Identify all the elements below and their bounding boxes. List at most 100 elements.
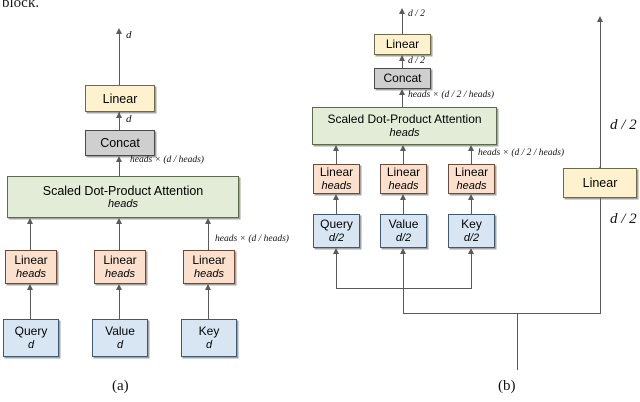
- panel-b-bus-key-riser: [471, 254, 473, 289]
- panel-a-proj2-to-attn-arrowhead: [115, 218, 122, 224]
- panel-b-value-to-proj-line: [403, 200, 405, 214]
- panel-a-projection-key-title: Linear: [192, 253, 226, 268]
- panel-b-attention-in-label: heads × (d / 2 / heads): [408, 90, 495, 100]
- panel-a-attention-in-label: heads × (d / heads): [130, 155, 204, 165]
- panel-b-projection-value-title: Linear: [386, 165, 421, 180]
- panel-b-input-key-title: Key: [461, 217, 482, 232]
- panel-b-bus-query-riser: [336, 254, 338, 289]
- panel-b-attention-block[interactable]: Scaled Dot-Product Attention heads: [312, 107, 497, 145]
- panel-a-output-linear[interactable]: Linear: [85, 85, 155, 112]
- panel-b-bus-query-arrowhead: [332, 248, 339, 254]
- panel-b-proj3-to-attn-arrowhead: [467, 145, 474, 151]
- panel-b-projection-value[interactable]: Linear heads: [380, 164, 427, 194]
- panel-a-concat-to-linear-line2: [119, 112, 121, 134]
- panel-a-input-key-title: Key: [198, 324, 220, 339]
- panel-a-value-to-proj-line: [119, 290, 121, 319]
- panel-a-projection-query[interactable]: Linear heads: [5, 250, 57, 284]
- panel-b-value-to-proj-arrowhead: [399, 194, 406, 200]
- panel-b-bus-lower-rail: [403, 313, 601, 315]
- panel-b-proj2-to-attn-line: [403, 151, 405, 164]
- panel-b-output-line: [402, 14, 404, 36]
- panel-b-bus-key-arrowhead: [467, 248, 474, 254]
- panel-b-bypass-linear-label: Linear: [582, 176, 618, 190]
- panel-a-proj2-to-attn-line: [119, 224, 121, 250]
- panel-b-proj2-to-attn-arrowhead: [399, 145, 406, 151]
- panel-a-input-key[interactable]: Key d: [181, 319, 237, 357]
- panel-a-query-to-proj-line: [30, 290, 32, 319]
- panel-a-attn-to-concat-line: [119, 162, 121, 176]
- panel-b-output-arrowhead: [398, 8, 405, 14]
- panel-b-projection-value-sub: heads: [388, 179, 419, 192]
- panel-b-concat-label-text: Concat: [383, 70, 422, 85]
- panel-a-concat-label-text: Concat: [100, 136, 140, 150]
- panel-b-attention-sub: heads: [389, 126, 420, 139]
- panel-a-concat-to-linear-arrowhead: [115, 112, 122, 118]
- panel-a-proj-out-label: heads × (d / heads): [215, 234, 289, 244]
- panel-a-input-query-title: Query: [14, 324, 48, 339]
- panel-b-projection-key-sub: heads: [456, 179, 487, 192]
- panel-b-proj1-to-attn-arrowhead: [332, 145, 339, 151]
- panel-b-bypass-linear[interactable]: Linear: [563, 168, 637, 198]
- panel-b-input-value[interactable]: Value d/2: [380, 214, 427, 248]
- panel-b-concat-to-linear-line: [402, 58, 404, 68]
- panel-b-projection-query-sub: heads: [321, 179, 352, 192]
- panel-a-value-to-proj-arrowhead: [115, 284, 122, 290]
- panel-b-key-to-proj-line: [471, 200, 473, 214]
- panel-b-attention-title: Scaled Dot-Product Attention: [327, 112, 482, 127]
- panel-b-bypass-upper-line: [600, 22, 602, 168]
- panel-a-proj1-to-attn-arrowhead: [26, 218, 33, 224]
- panel-a-input-value-title: Value: [105, 324, 135, 339]
- panel-a-output-label: d: [126, 29, 132, 41]
- panel-b-projection-key[interactable]: Linear heads: [448, 164, 495, 194]
- panel-a-attn-to-concat-arrowhead: [115, 156, 122, 162]
- panel-a-projection-query-title: Linear: [14, 253, 48, 268]
- panel-b-concat-to-linear-arrowhead: [398, 55, 405, 61]
- panel-a-output-line: [119, 34, 121, 85]
- panel-b-proj1-to-attn-line: [336, 151, 338, 164]
- panel-a-projection-value-title: Linear: [103, 253, 137, 268]
- panel-b-attn-to-concat-arrowhead: [398, 89, 405, 95]
- panel-a-input-value[interactable]: Value d: [92, 319, 148, 357]
- panel-a-input-query[interactable]: Query d: [3, 319, 59, 357]
- panel-b-projection-key-title: Linear: [454, 165, 489, 180]
- panel-b-input-query-title: Query: [320, 217, 353, 232]
- panel-b-input-key-sub: d/2: [463, 231, 480, 244]
- panel-a-concat-label: d: [126, 113, 132, 125]
- panel-b-output-label: d / 2: [408, 9, 425, 19]
- panel-b-input-query-sub: d/2: [328, 231, 345, 244]
- panel-a-input-key-sub: d: [205, 338, 213, 351]
- panel-b-input-query[interactable]: Query d/2: [313, 214, 360, 248]
- panel-a-attention-block[interactable]: Scaled Dot-Product Attention heads: [7, 176, 239, 218]
- panel-a-output-arrowhead: [115, 28, 122, 34]
- panel-a-key-to-proj-arrowhead: [204, 284, 211, 290]
- panel-b-output-linear[interactable]: Linear: [374, 34, 431, 55]
- panel-a-concat[interactable]: Concat: [85, 130, 155, 156]
- panel-b-key-to-proj-arrowhead: [467, 194, 474, 200]
- panel-a-proj1-to-attn-line: [30, 224, 32, 250]
- panel-b-bypass-upper-arrowhead: [596, 16, 603, 22]
- panel-b-concat-label: d / 2: [408, 56, 425, 66]
- panel-a-proj3-to-attn-line: [208, 224, 210, 250]
- panel-a-projection-key-sub: heads: [194, 267, 224, 280]
- panel-a-caption: (a): [112, 378, 129, 394]
- panel-b-projection-query[interactable]: Linear heads: [313, 164, 360, 194]
- panel-a-projection-value[interactable]: Linear heads: [94, 250, 146, 284]
- page-top-text: block.: [2, 0, 40, 11]
- panel-b-input-value-title: Value: [388, 217, 419, 232]
- panel-b-input-trunk: [517, 313, 519, 370]
- panel-a-input-value-sub: d: [116, 338, 124, 351]
- panel-b-input-value-sub: d/2: [395, 231, 412, 244]
- panel-b-proj-out-label: heads × (d / 2 / heads): [478, 148, 565, 158]
- panel-a-projection-key[interactable]: Linear heads: [183, 250, 235, 284]
- panel-a-output-linear-label: Linear: [102, 91, 138, 106]
- panel-b-input-key[interactable]: Key d/2: [448, 214, 495, 248]
- panel-a-proj3-to-attn-arrowhead: [204, 218, 211, 224]
- panel-a-attention-title: Scaled Dot-Product Attention: [42, 183, 204, 198]
- panel-a-projection-value-sub: heads: [105, 267, 135, 280]
- panel-b-output-linear-label: Linear: [385, 36, 420, 51]
- panel-b-projection-query-title: Linear: [319, 165, 354, 180]
- panel-a-key-to-proj-line: [208, 290, 210, 319]
- panel-b-concat[interactable]: Concat: [374, 68, 431, 89]
- panel-b-query-to-proj-arrowhead: [332, 194, 339, 200]
